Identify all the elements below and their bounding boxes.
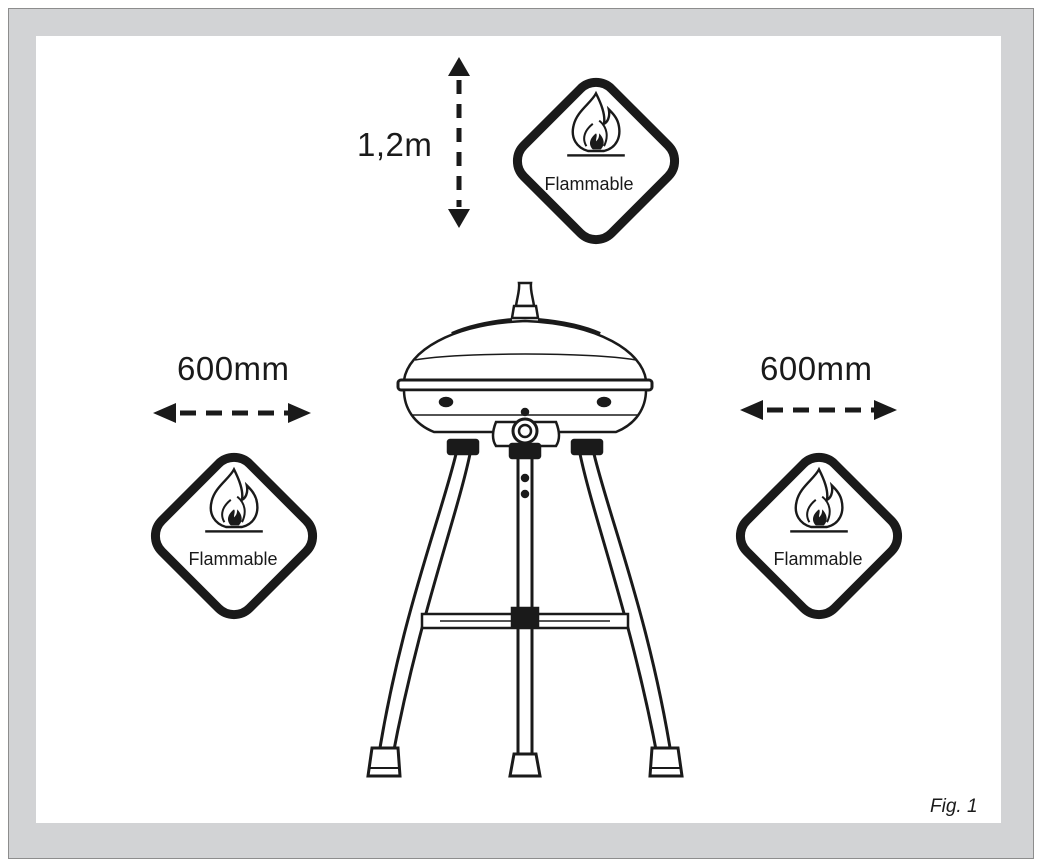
figure-caption: Fig. 1 — [930, 796, 978, 817]
right-clearance-label: 600mm — [760, 350, 873, 387]
left-clearance-arrow — [153, 403, 311, 423]
flammable-sign-right-label: Flammable — [773, 549, 863, 569]
left-clearance-label: 600mm — [177, 350, 290, 387]
right-clearance-arrow — [740, 400, 897, 420]
flammable-sign-top — [512, 77, 680, 245]
flammable-sign-left-label: Flammable — [188, 549, 278, 569]
flammable-sign-left — [150, 452, 318, 620]
barbecue-illustration — [366, 281, 684, 778]
flammable-sign-top-label: Flammable — [544, 174, 634, 194]
vertical-clearance-arrow — [448, 57, 470, 228]
vertical-clearance-label: 1,2m — [357, 126, 433, 163]
flammable-sign-right — [735, 452, 903, 620]
